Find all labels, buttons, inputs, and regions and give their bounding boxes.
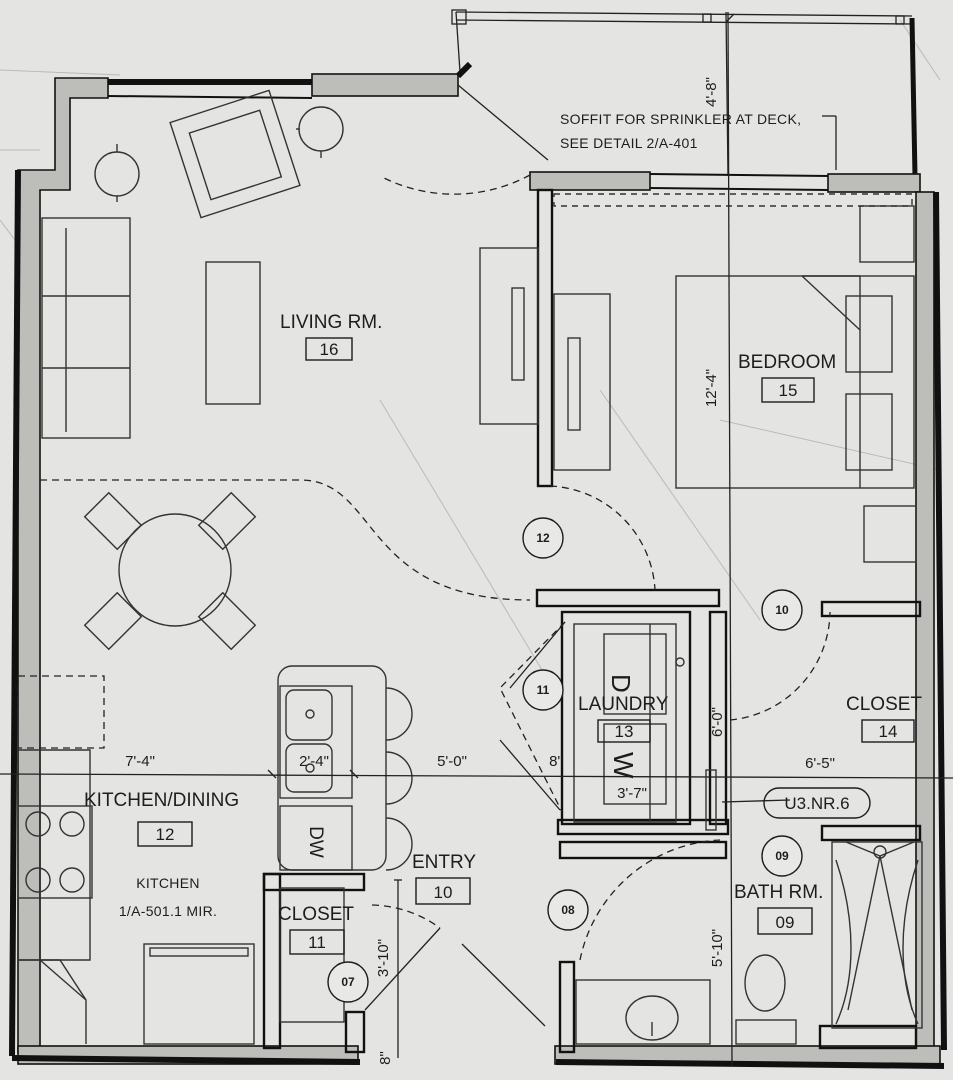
living-furniture <box>41 89 611 471</box>
bedroom-number: 15 <box>779 381 798 400</box>
bath-label: BATH RM. <box>734 882 823 903</box>
door-08-label: 08 <box>561 903 575 917</box>
dim-entry-width: 5'-0" <box>437 753 467 770</box>
closet-left-tag <box>289 929 345 955</box>
door-08-bubble <box>547 889 589 931</box>
soffit-note-line-1: SOFFIT FOR SPRINKLER AT DECK, <box>560 111 801 127</box>
living-room-tag <box>305 337 353 361</box>
closet-right-tag <box>861 719 915 743</box>
kitchen-dining-tag <box>137 821 193 847</box>
dimension-lines <box>0 11 953 1067</box>
bedroom-wall <box>535 188 922 1054</box>
entry-number: 10 <box>434 883 453 902</box>
door-swings <box>40 84 831 1027</box>
bedroom-label: BEDROOM <box>738 352 836 373</box>
bath-fixtures <box>575 841 923 1045</box>
dryer-label: D <box>606 674 636 693</box>
dining-table <box>83 491 257 651</box>
dishwasher-label: DW <box>305 826 326 858</box>
deck <box>451 9 918 177</box>
bath-tag <box>757 907 813 935</box>
kitchen-note-reference: 1/A-501.1 MIR. <box>119 903 217 919</box>
door-09-label: 09 <box>775 849 789 863</box>
entry-label: ENTRY <box>412 852 476 873</box>
dim-laundry-gap: 8" <box>549 753 563 770</box>
door-12-bubble <box>522 517 564 559</box>
closet-right-label: CLOSET <box>846 694 922 715</box>
laundry-tag <box>597 719 651 743</box>
dim-bath-width: 6'-5" <box>805 755 835 772</box>
dim-closet-height: 6'-0" <box>709 707 726 737</box>
kitchen-note-title: KITCHEN <box>136 875 200 891</box>
kitchen-dining-number: 12 <box>156 825 175 844</box>
laundry-label: LAUNDRY <box>578 694 669 715</box>
bedroom-furniture <box>553 193 917 563</box>
door-11-bubble <box>522 669 564 711</box>
left-closet-fixtures <box>279 887 345 1023</box>
dim-closet-depth: 3'-10" <box>375 939 392 977</box>
dim-sink-width: 2'-4" <box>299 753 329 770</box>
living-room-label: LIVING RM. <box>280 312 382 333</box>
door-07-label: 07 <box>341 975 355 989</box>
kitchen-fixtures <box>17 665 413 1045</box>
dim-bath-depth: 5'-10" <box>709 929 726 967</box>
dim-bedroom-depth: 12'-4" <box>703 369 720 407</box>
background-grid <box>0 19 941 701</box>
dim-bottom-offset: 8" <box>377 1051 394 1065</box>
closet-left-number: 11 <box>308 933 326 952</box>
dim-laundry-width: 3'-7" <box>617 785 647 802</box>
entry-tag <box>415 877 471 905</box>
door-11-label: 11 <box>537 683 550 697</box>
door-12-label: 12 <box>536 531 550 545</box>
laundry-number: 13 <box>615 722 634 741</box>
living-room-number: 16 <box>320 340 339 359</box>
dim-deck-depth: 4'-8" <box>703 77 720 107</box>
dim-kitchen-width: 7'-4" <box>125 753 155 770</box>
door-07-bubble <box>327 961 369 1003</box>
closet-left-label: CLOSET <box>278 904 354 925</box>
kitchen-dining-label: KITCHEN/DINING <box>84 790 239 811</box>
door-10-label: 10 <box>775 603 789 617</box>
closet-right-number: 14 <box>879 722 898 741</box>
unit-tag: U3.NR.6 <box>784 794 849 813</box>
soffit-note-line-2: SEE DETAIL 2/A-401 <box>560 135 698 151</box>
wall-outline <box>9 61 947 1069</box>
unit-tag-box <box>763 787 871 819</box>
washer-label: W <box>608 752 639 779</box>
door-10-bubble <box>761 589 803 631</box>
door-09-bubble <box>761 835 803 877</box>
bedroom-tag <box>761 377 815 403</box>
bath-number: 09 <box>776 913 795 932</box>
